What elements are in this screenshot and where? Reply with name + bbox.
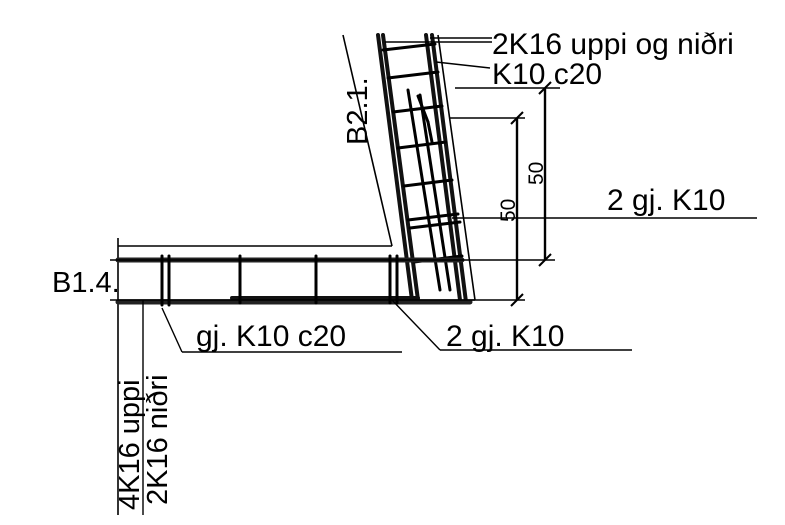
wall-marker xyxy=(416,94,434,144)
leader-lines xyxy=(110,37,757,515)
slab-id: B1.4. xyxy=(52,267,120,299)
slab-stirrups xyxy=(160,254,399,307)
label-top-bars: 2K16 uppi og niðri xyxy=(492,28,734,61)
dimension-lower: 50 xyxy=(497,199,520,222)
dimension-upper: 50 xyxy=(525,162,548,185)
label-slab-stirrups: gj. K10 c20 xyxy=(196,320,346,353)
label-wall-stirrups: K10 c20 xyxy=(492,58,602,91)
label-bottom-upper: 4K16 uppi xyxy=(114,379,146,510)
label-side-bars: 2 gj. K10 xyxy=(607,184,725,217)
dimension-lines xyxy=(510,81,552,307)
label-corner-bars: 2 gj. K10 xyxy=(446,320,564,353)
label-bottom-lower: 2K16 niðri xyxy=(142,374,174,505)
wall-id: B2.1. xyxy=(342,77,374,145)
